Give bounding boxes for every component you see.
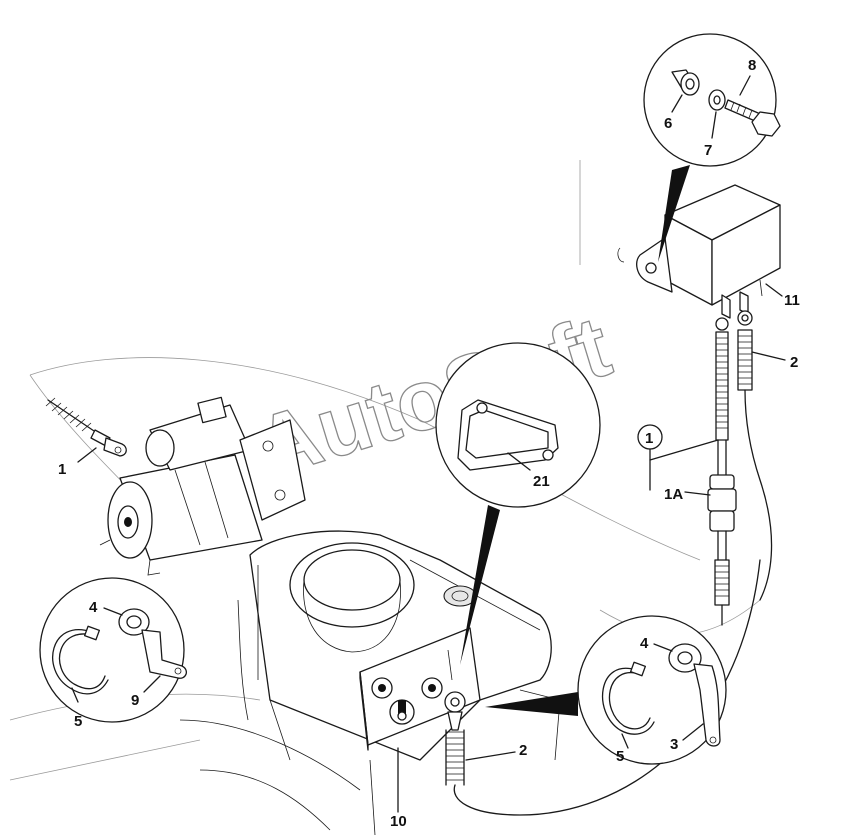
callout-4-right: 4 <box>640 635 649 652</box>
callout-3: 3 <box>670 736 678 753</box>
callout-5-left: 5 <box>74 713 82 730</box>
detail-fasteners-6-7-8 <box>643 33 781 262</box>
callout-7: 7 <box>704 142 712 159</box>
callout-11: 11 <box>784 292 800 309</box>
callout-8: 8 <box>748 57 756 74</box>
callout-2-bottom: 2 <box>519 742 527 759</box>
terminal-stud <box>389 699 415 725</box>
cable-1-starter-lead <box>45 397 127 463</box>
cable-2-bottom <box>444 559 761 816</box>
callout-labels: 1 1 1A 2 2 3 4 4 5 5 6 7 8 9 10 11 21 <box>58 57 800 830</box>
callout-2-top: 2 <box>790 354 798 371</box>
detail-clamp-4-5-9 <box>39 577 188 723</box>
callout-1-circled: 1 <box>645 430 653 447</box>
callout-1a: 1A <box>664 486 683 503</box>
callout-4-left: 4 <box>89 599 98 616</box>
callout-21: 21 <box>533 473 550 490</box>
callout-9: 9 <box>131 692 139 709</box>
callout-1: 1 <box>58 461 66 478</box>
terminal-stud <box>421 677 443 699</box>
detail-bracket-21 <box>435 342 601 665</box>
callout-5-right: 5 <box>616 748 624 765</box>
relay-11 <box>617 184 783 319</box>
callout-10: 10 <box>390 813 407 830</box>
starter-motor <box>99 396 306 576</box>
callout-6: 6 <box>664 115 672 132</box>
cable-2-top <box>737 310 786 601</box>
detail-clamp-3-4-5 <box>485 615 727 765</box>
cable-1-relay-lead <box>637 317 737 626</box>
terminal-stud <box>371 677 393 699</box>
terminal-plate-10 <box>359 627 481 813</box>
